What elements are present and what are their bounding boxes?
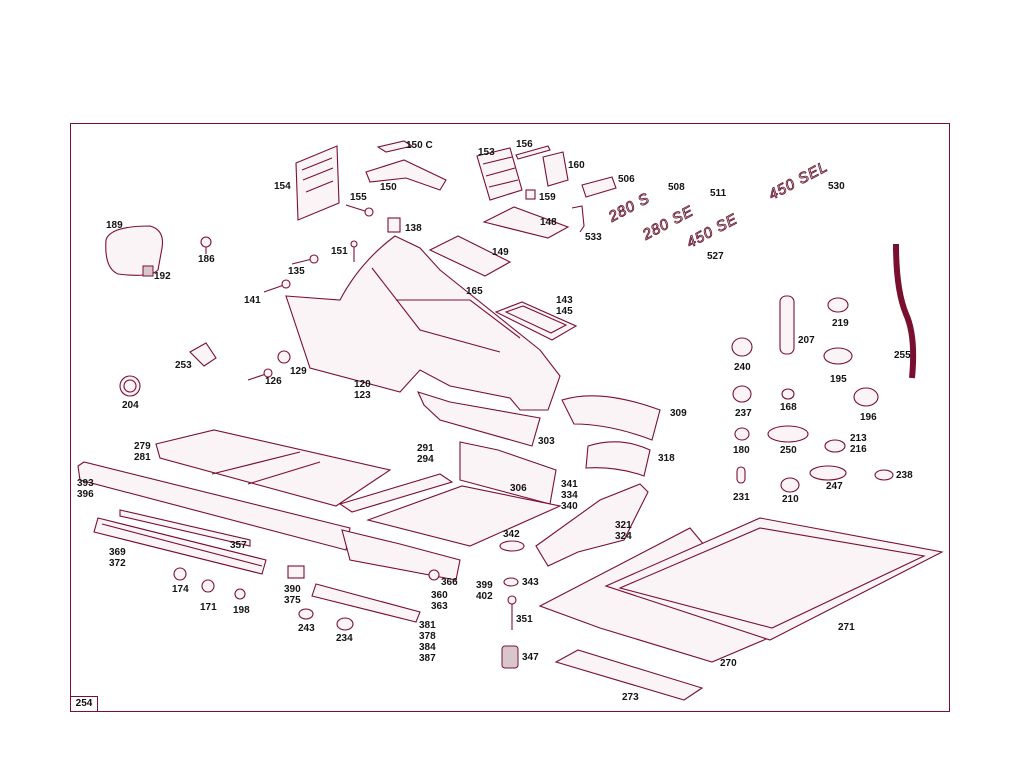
- part-number-237: 237: [735, 408, 752, 419]
- part-number-366: 366: [441, 577, 458, 588]
- part-number-533: 533: [585, 232, 602, 243]
- part-number-171: 171: [200, 602, 217, 613]
- part-number-213-216-line2: 216: [850, 444, 867, 455]
- part-number-341-334-340-line1: 341: [561, 479, 578, 490]
- part-number-231: 231: [733, 492, 750, 503]
- part-number-360-363-line1: 360: [431, 590, 448, 601]
- part-number-149: 149: [492, 247, 509, 258]
- part-number-527: 527: [707, 251, 724, 262]
- part-number-240: 240: [734, 362, 751, 373]
- part-number-347: 347: [522, 652, 539, 663]
- part-number-153: 153: [478, 147, 495, 158]
- part-number-148: 148: [540, 217, 557, 228]
- part-number-273: 273: [622, 692, 639, 703]
- part-number-120-123-line2: 123: [354, 390, 371, 401]
- part-number-357: 357: [230, 540, 247, 551]
- badge-450sel: 450 SEL: [766, 158, 831, 203]
- part-number-150: 150: [380, 182, 397, 193]
- part-number-390-375-line2: 375: [284, 595, 301, 606]
- part-number-213-216-line1: 213: [850, 433, 867, 444]
- part-number-126: 126: [265, 376, 282, 387]
- part-number-369-372-line1: 369: [109, 547, 126, 558]
- part-number-381-387-line4: 387: [419, 653, 436, 664]
- part-number-291-294-line1: 291: [417, 443, 434, 454]
- part-number-234: 234: [336, 633, 353, 644]
- part-number-250: 250: [780, 445, 797, 456]
- part-number-393-396-line2: 396: [77, 489, 94, 500]
- part-number-321-324-line2: 324: [615, 531, 632, 542]
- part-number-143-145-line2: 145: [556, 306, 573, 317]
- part-number-511: 511: [710, 188, 727, 199]
- part-number-135: 135: [288, 266, 305, 277]
- part-number-143-145-line1: 143: [556, 295, 573, 306]
- part-number-192: 192: [154, 271, 171, 282]
- part-number-399-402-line1: 399: [476, 580, 493, 591]
- part-number-129: 129: [290, 366, 307, 377]
- part-number-159: 159: [539, 192, 556, 203]
- part-number-189: 189: [106, 220, 123, 231]
- part-number-351: 351: [516, 614, 533, 625]
- part-number-399-402-line2: 402: [476, 591, 493, 602]
- part-number-270: 270: [720, 658, 737, 669]
- part-number-207: 207: [798, 335, 815, 346]
- part-number-204: 204: [122, 400, 139, 411]
- part-number-165: 165: [466, 286, 483, 297]
- part-number-342: 342: [503, 529, 520, 540]
- part-number-381-387-line3: 384: [419, 642, 436, 653]
- part-number-279-281-line1: 279: [134, 441, 151, 452]
- part-number-150C: 150 C: [406, 140, 433, 151]
- part-number-360-363-line2: 363: [431, 601, 448, 612]
- part-number-318: 318: [658, 453, 675, 464]
- part-number-210: 210: [782, 494, 799, 505]
- part-number-120-123-line1: 120: [354, 379, 371, 390]
- part-number-156: 156: [516, 139, 533, 150]
- part-number-381-387-line1: 381: [419, 620, 436, 631]
- part-number-530: 530: [828, 181, 845, 192]
- parts-drawings: [77, 140, 944, 701]
- part-number-390-375-line1: 390: [284, 584, 301, 595]
- part-number-508: 508: [668, 182, 685, 193]
- part-number-195: 195: [830, 374, 847, 385]
- part-number-271: 271: [838, 622, 855, 633]
- part-number-168: 168: [780, 402, 797, 413]
- part-number-154: 154: [274, 181, 291, 192]
- part-number-247: 247: [826, 481, 843, 492]
- part-number-160: 160: [568, 160, 585, 171]
- part-number-186: 186: [198, 254, 215, 265]
- part-number-309: 309: [670, 408, 687, 419]
- part-number-321-324-line1: 321: [615, 520, 632, 531]
- part-number-196: 196: [860, 412, 877, 423]
- part-number-180: 180: [733, 445, 750, 456]
- part-number-506: 506: [618, 174, 635, 185]
- part-number-151: 151: [331, 246, 348, 257]
- part-number-219: 219: [832, 318, 849, 329]
- part-number-341-334-340-line3: 340: [561, 501, 578, 512]
- part-number-141: 141: [244, 295, 261, 306]
- part-number-393-396-line1: 393: [77, 478, 94, 489]
- model-badges: 280 S 280 SE 450 SE 450 SEL: [605, 158, 832, 252]
- part-number-306: 306: [510, 483, 527, 494]
- part-number-343: 343: [522, 577, 539, 588]
- page-number: 254: [70, 696, 98, 712]
- part-number-198: 198: [233, 605, 250, 616]
- part-number-341-334-340-line2: 334: [561, 490, 578, 501]
- part-number-243: 243: [298, 623, 315, 634]
- part-number-138: 138: [405, 223, 422, 234]
- part-number-155: 155: [350, 192, 367, 203]
- part-labels: 150 C 156 153 160 159 154 150 155 138 148 533 506 50…: [77, 139, 913, 703]
- part-number-174: 174: [172, 584, 189, 595]
- badge-280s: 280 S: [605, 190, 653, 226]
- part-number-303: 303: [538, 436, 555, 447]
- part-number-253: 253: [175, 360, 192, 371]
- part-number-381-387-line2: 378: [419, 631, 436, 642]
- part-number-255: 255: [894, 350, 911, 361]
- part-number-279-281-line2: 281: [134, 452, 151, 463]
- diagram-frame: [70, 123, 950, 712]
- part-number-369-372-line2: 372: [109, 558, 126, 569]
- part-number-238: 238: [896, 470, 913, 481]
- part-number-291-294-line2: 294: [417, 454, 434, 465]
